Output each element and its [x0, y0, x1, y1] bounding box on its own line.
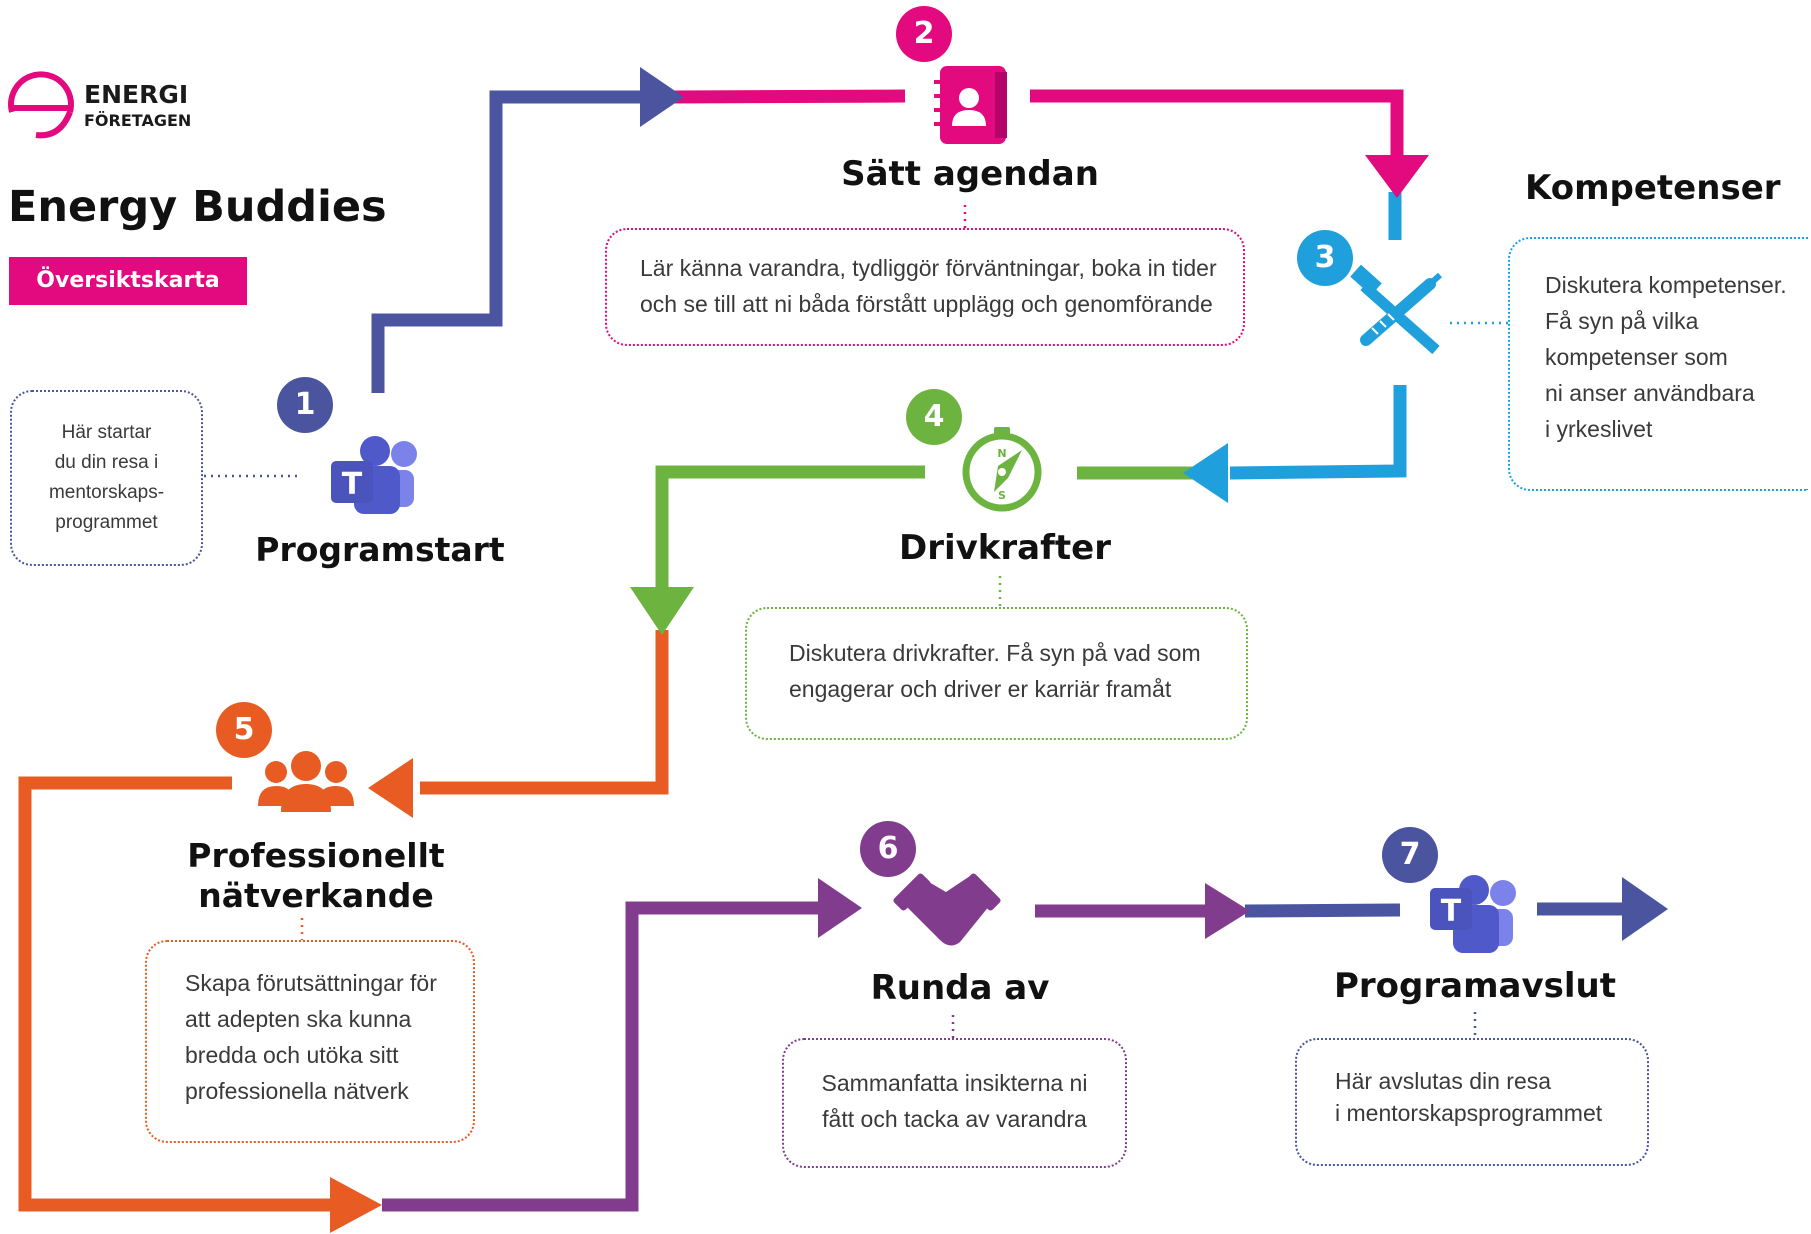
step-3-badge: 3 [1297, 230, 1353, 286]
step-1-desc-line: Här startar [61, 422, 152, 443]
path-5-to-6 [382, 901, 820, 1212]
step-5-desc-line: Skapa förutsättningar för [185, 970, 437, 996]
arrow-end [1622, 877, 1668, 941]
brand-line-1: ENERGI [84, 80, 189, 109]
arrow-to-6a [330, 1177, 382, 1233]
step-3-desc-line: i yrkeslivet [1545, 416, 1653, 442]
svg-text:T: T [342, 467, 363, 502]
step-2-desc-line: Lär känna varandra, tydliggör förväntnin… [640, 255, 1217, 281]
step-4-desc-line: Diskutera drivkrafter. Få syn på vad som [789, 640, 1201, 666]
step-4-description: Diskutera drivkrafter. Få syn på vad som… [789, 635, 1201, 707]
step-6-description-box: Sammanfatta insikterna ni fått och tacka… [782, 1038, 1127, 1168]
tools-icon [1350, 264, 1443, 355]
step-1-description-box: Här startar du din resa i mentorskaps- p… [10, 390, 203, 566]
arrow-to-5a [630, 587, 694, 635]
compass-icon: N S [962, 427, 1042, 512]
step-4-description-box: Diskutera drivkrafter. Få syn på vad som… [745, 607, 1248, 740]
svg-text:S: S [998, 489, 1006, 502]
step-5-desc-line: bredda och utöka sitt [185, 1042, 399, 1068]
path-2-mid [671, 89, 906, 104]
step-3-description: Diskutera kompetenser. Få syn på vilka k… [1545, 267, 1787, 447]
arrow-to-6 [818, 878, 862, 938]
path-5-in [420, 630, 669, 795]
step-2-badge: 2 [896, 6, 952, 62]
handshake-icon [893, 873, 1001, 946]
step-6-title: Runda av [870, 968, 1050, 1008]
step-6-desc-line: fått och tacka av varandra [822, 1106, 1087, 1132]
svg-text:N: N [997, 447, 1006, 460]
step-4-badge: 4 [906, 389, 962, 445]
step-5-title: Professionellt nätverkande [187, 836, 445, 915]
teams-icon: T [331, 436, 417, 514]
brand-line-2: FÖRETAGEN [84, 111, 192, 130]
step-1-desc-line: programmet [55, 512, 158, 533]
step-3-desc-line: Diskutera kompetenser. [1545, 272, 1787, 298]
step-7-title: Programavslut [1334, 966, 1616, 1006]
teams-icon: T [1430, 875, 1516, 953]
step-6-description: Sammanfatta insikterna ni fått och tacka… [784, 1065, 1125, 1137]
step-1-desc-line: mentorskaps- [48, 482, 165, 503]
step-3-desc-line: kompetenser som [1545, 344, 1728, 370]
step-7-badge: 7 [1382, 827, 1438, 883]
path-1-to-2 [371, 90, 650, 393]
step-6-desc-line: Sammanfatta insikterna ni [821, 1070, 1088, 1096]
step-2-description-box: Lär känna varandra, tydliggör förväntnin… [605, 228, 1245, 346]
path-4-to-5 [655, 465, 925, 597]
step-7-description: Här avslutas din resa i mentorskapsprogr… [1335, 1065, 1602, 1129]
step-5-description-box: Skapa förutsättningar för att adepten sk… [145, 940, 475, 1143]
path-2-to-3 [1030, 89, 1404, 158]
step-7-desc-line: Här avslutas din resa [1335, 1068, 1552, 1094]
svg-text:T: T [1441, 894, 1462, 929]
step-4-desc-line: engagerar och driver er karriär framåt [789, 676, 1172, 702]
step-1-description: Här startar du din resa i mentorskaps- p… [12, 418, 201, 538]
step-2-desc-line: och se till att ni båda förstått upplägg… [640, 291, 1213, 317]
step-5-description: Skapa förutsättningar för att adepten sk… [185, 965, 437, 1109]
step-7-desc-line: i mentorskapsprogrammet [1335, 1100, 1603, 1126]
step-3-title: Kompetenser [1525, 168, 1781, 208]
arrow-to-3 [1365, 155, 1429, 198]
step-4-title: Drivkrafter [898, 528, 1111, 568]
step-3-description-box: Diskutera kompetenser. Få syn på vilka k… [1508, 237, 1808, 491]
step-3-desc-line: Få syn på vilka [1545, 308, 1699, 334]
people-group-icon [258, 751, 354, 812]
brand-name: ENERGI FÖRETAGEN [84, 80, 192, 132]
arrow-to-2 [640, 67, 684, 127]
arrow-to-4 [1183, 443, 1228, 503]
energiforetagen-logo [8, 71, 74, 139]
step-6-badge: 6 [860, 821, 916, 877]
path-3-to-4 [1229, 385, 1407, 480]
step-2-title: Sätt agendan [841, 154, 1099, 194]
step-5-desc-line: professionella nätverk [185, 1078, 409, 1104]
arrow-to-7 [1205, 883, 1250, 939]
step-5-badge: 5 [216, 702, 272, 758]
contact-book-icon [934, 66, 1007, 144]
step-1-desc-line: du din resa i [54, 452, 159, 473]
subtitle-badge: Översiktskarta [9, 257, 247, 305]
step-7-description-box: Här avslutas din resa i mentorskapsprogr… [1295, 1038, 1649, 1166]
subtitle-label: Översiktskarta [36, 268, 220, 293]
step-1-title: Programstart [255, 530, 505, 569]
step-3-desc-line: ni anser användbara [1545, 380, 1755, 406]
path-5-loop [18, 776, 330, 1212]
step-1-badge: 1 [277, 377, 333, 433]
step-5-desc-line: att adepten ska kunna [185, 1006, 412, 1032]
step-2-description: Lär känna varandra, tydliggör förväntnin… [640, 250, 1217, 322]
path-7-in [1244, 903, 1401, 918]
page-title: Energy Buddies [8, 182, 387, 232]
arrow-to-5 [368, 758, 413, 818]
